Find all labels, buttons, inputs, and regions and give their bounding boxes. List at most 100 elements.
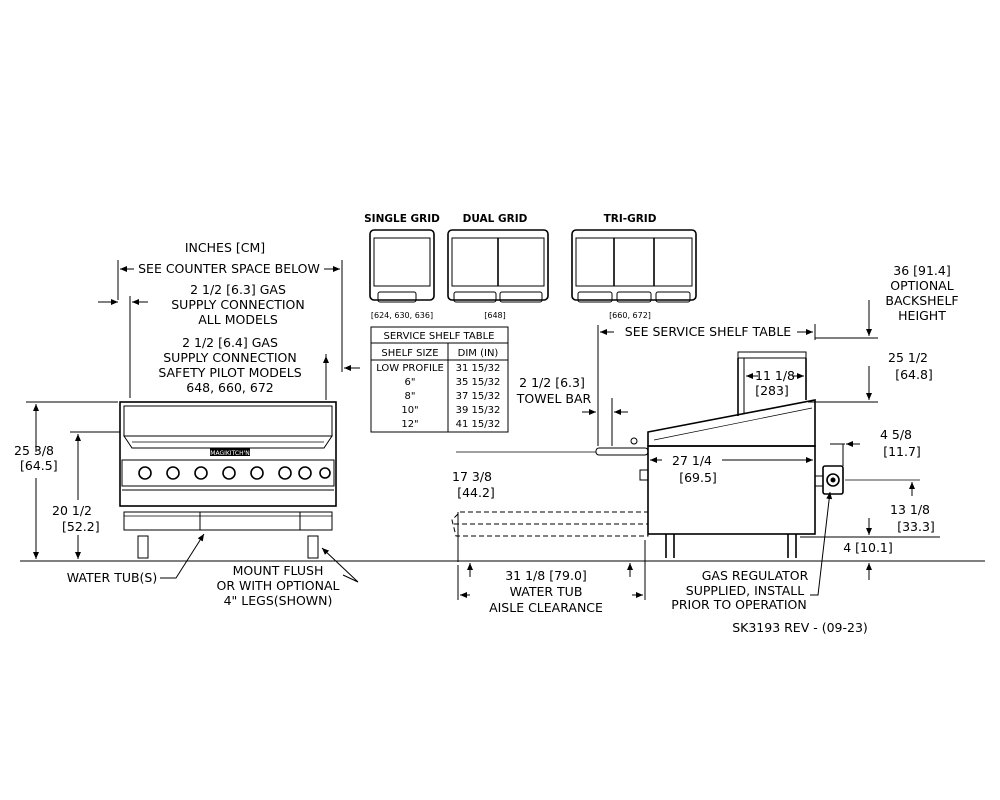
knob-icon — [166, 466, 180, 480]
depth-cm: [69.5] — [679, 470, 717, 485]
gas-reg-line3: PRIOR TO OPERATION — [671, 597, 806, 612]
pilot-light-icon — [319, 467, 331, 479]
shelf-width-in: 11 1/8 — [755, 368, 795, 383]
backshelf-line3: BACKSHELF — [885, 293, 958, 308]
gas-all-line3: ALL MODELS — [198, 312, 278, 327]
height-top-cm: [52.2] — [62, 519, 100, 534]
gas-all-line2: SUPPLY CONNECTION — [171, 297, 304, 312]
single-grid-grate — [373, 237, 431, 287]
gas-reg-line2: SUPPLIED, INSTALL — [686, 583, 804, 598]
reg-height-cm: [33.3] — [897, 519, 935, 534]
mount-line2: OR WITH OPTIONAL — [217, 578, 340, 593]
side-knob-icon — [639, 469, 649, 481]
height-top-in: 20 1/2 — [52, 503, 92, 518]
leg-left-icon — [137, 535, 149, 559]
dual-grid-models: [648] — [484, 311, 506, 320]
tri-grid: TRI-GRID [660, 672] — [571, 213, 697, 320]
towel-bar-icon — [595, 447, 649, 456]
knob-icon — [138, 466, 152, 480]
control-knobs — [138, 466, 331, 480]
tri-grid-frame — [571, 229, 697, 301]
shelf-height-in: 25 1/2 — [888, 350, 928, 365]
side-body — [647, 445, 816, 535]
gas-reg-line1: GAS REGULATOR — [702, 568, 809, 583]
dual-grid-tub-right — [499, 291, 543, 303]
shelf-width-cm: [283] — [755, 383, 789, 398]
gas-all-line1: 2 1/2 [6.3] GAS — [190, 282, 286, 297]
gas-pilot-line3: SAFETY PILOT MODELS — [158, 365, 301, 380]
leg-right-icon — [307, 535, 319, 559]
knob-icon — [250, 466, 264, 480]
shelf-dim-cell: 37 15/32 — [456, 391, 501, 402]
water-tubs-label: WATER TUB(S) — [67, 570, 158, 585]
single-grid-frame — [369, 229, 435, 301]
control-panel — [121, 459, 335, 487]
shelf-size-cell: 8" — [405, 391, 416, 402]
shelf-table-header: SHELF SIZE — [381, 348, 438, 359]
backshelf-line4: HEIGHT — [898, 308, 946, 323]
backshelf-icon — [737, 351, 807, 359]
shelf-height-cm: [64.8] — [895, 367, 933, 382]
shelf-size-cell: LOW PROFILE — [376, 363, 444, 374]
units-label: INCHES [CM] — [185, 240, 265, 255]
shelf-size-cell: 10" — [401, 405, 418, 416]
side-view: SEE SERVICE SHELF TABLE 11 1/8 [283] 36 … — [451, 263, 959, 615]
single-grid: SINGLE GRID [624, 630, 636] — [364, 213, 440, 320]
tri-grid-title: TRI-GRID — [604, 213, 657, 225]
aisle-line1: 31 1/8 [79.0] — [505, 568, 587, 583]
single-grid-title: SINGLE GRID — [364, 213, 440, 225]
water-tub-2 — [199, 511, 301, 531]
dual-grid-title: DUAL GRID — [463, 213, 528, 225]
single-grid-tub — [377, 291, 417, 303]
shelf-dim-cell: 31 15/32 — [456, 363, 501, 374]
counter-space-label: SEE COUNTER SPACE BELOW — [138, 261, 320, 276]
shelf-table-row: LOW PROFILE 31 15/32 — [376, 363, 500, 374]
tri-grid-models: [660, 672] — [609, 311, 651, 320]
dual-grid: DUAL GRID [648] — [447, 213, 549, 320]
towel-bar-label: TOWEL BAR — [516, 391, 592, 406]
shelf-table-row: 6" 35 15/32 — [405, 377, 501, 388]
tri-grid-tub-2 — [616, 291, 652, 303]
reg-offset-in: 4 5/8 — [880, 427, 912, 442]
broiler-grate-front — [123, 405, 333, 437]
aisle-line3: AISLE CLEARANCE — [489, 600, 603, 615]
shelf-table-row: 8" 37 15/32 — [405, 391, 501, 402]
tri-grid-grate — [575, 237, 693, 287]
shelf-size-cell: 6" — [405, 377, 416, 388]
reg-height-in: 13 1/8 — [890, 502, 930, 517]
water-tub-1 — [123, 511, 201, 531]
depth-in: 27 1/4 — [672, 453, 712, 468]
brand-plate — [210, 448, 250, 456]
tri-grid-tub-1 — [577, 291, 613, 303]
shelf-dim-cell: 41 15/32 — [456, 419, 501, 430]
backshelf-line1: 36 [91.4] — [893, 263, 950, 278]
depth-water-cm: [44.2] — [457, 485, 495, 500]
see-shelf-table-label: SEE SERVICE SHELF TABLE — [625, 324, 791, 339]
mount-line3: 4" LEGS(SHOWN) — [224, 593, 333, 608]
dual-grid-frame — [447, 229, 549, 301]
gas-regulator-icon — [822, 465, 844, 495]
height-total-in: 25 3/8 — [14, 443, 54, 458]
mount-line1: MOUNT FLUSH — [233, 563, 324, 578]
shelf-dim-cell: 39 15/32 — [456, 405, 501, 416]
drawing-id: SK3193 REV - (09-23) — [732, 620, 868, 635]
backshelf-line2: OPTIONAL — [890, 278, 953, 293]
water-tub-extended — [451, 511, 649, 537]
knob-icon — [222, 466, 236, 480]
shelf-size-cell: 12" — [401, 419, 418, 430]
shelf-table-row: 12" 41 15/32 — [401, 419, 500, 430]
height-total-cm: [64.5] — [20, 458, 58, 473]
knob-icon — [194, 466, 208, 480]
reg-offset-cm: [11.7] — [883, 444, 921, 459]
knob-icon — [278, 466, 292, 480]
front-view: INCHES [CM] SEE COUNTER SPACE BELOW 2 1/… — [14, 240, 985, 608]
depth-water-in: 17 3/8 — [452, 469, 492, 484]
aisle-line2: WATER TUB — [510, 584, 583, 599]
single-grid-models: [624, 630, 636] — [371, 311, 433, 320]
gas-pilot-line1: 2 1/2 [6.4] GAS — [182, 335, 278, 350]
knob-icon — [298, 466, 312, 480]
shelf-table-title: SERVICE SHELF TABLE — [384, 331, 495, 342]
tri-grid-tub-3 — [655, 291, 691, 303]
service-shelf-table: SERVICE SHELF TABLE SHELF SIZE DIM (IN) … — [370, 326, 509, 433]
